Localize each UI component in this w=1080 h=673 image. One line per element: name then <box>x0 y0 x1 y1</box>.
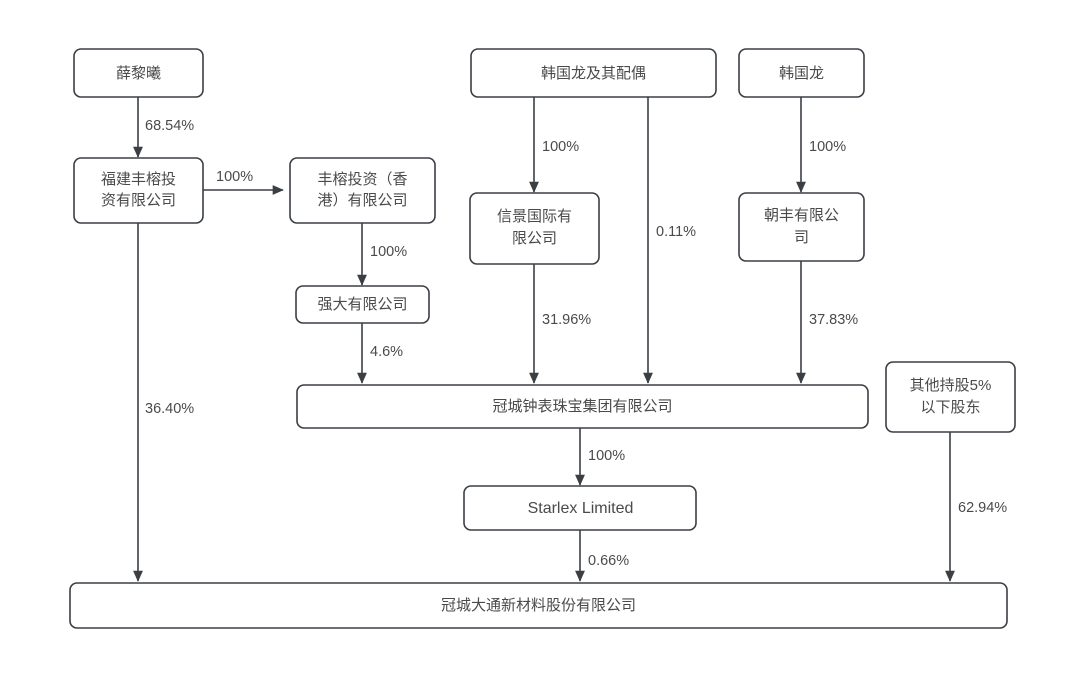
node-other-holders-label-line1: 其他持股5% <box>910 377 992 394</box>
edge-label-0-11: 0.11% <box>656 224 696 240</box>
edge-label-31-96: 31.96% <box>542 312 591 328</box>
node-other-holders-box[interactable] <box>885 361 1016 433</box>
node-fujian-fengrong-label-line2: 资有限公司 <box>101 192 176 209</box>
edge-starlex-to-guancheng-datong: 0.66% <box>575 530 629 582</box>
edge-xue-lixi-to-fujian-fengrong: 68.54% <box>133 97 194 158</box>
edge-label-100-a: 100% <box>216 169 253 185</box>
node-han-guolong-spouse[interactable]: 韩国龙及其配偶 <box>470 48 717 98</box>
node-guancheng-group-box[interactable] <box>296 384 869 429</box>
edge-label-100-e: 100% <box>588 448 625 464</box>
node-han-guolong-box[interactable] <box>738 48 865 98</box>
node-xinjing-label-line1: 信景国际有 <box>497 208 572 225</box>
node-chaofeng-label-line2: 司 <box>794 229 809 246</box>
node-starlex-box[interactable] <box>463 485 697 531</box>
node-xinjing-label-line2: 限公司 <box>512 230 557 247</box>
node-starlex-label: Starlex Limited <box>528 500 634 517</box>
edge-qiangda-to-guancheng-group: 4.6% <box>357 323 403 384</box>
node-fujian-fengrong[interactable]: 福建丰榕投 资有限公司 <box>73 157 204 224</box>
node-fujian-fengrong-label-line1: 福建丰榕投 <box>101 171 176 188</box>
node-xue-lixi[interactable]: 薛黎曦 <box>73 48 204 98</box>
node-fengrong-hk[interactable]: 丰榕投资（香 港）有限公司 <box>289 157 436 224</box>
edge-label-100-b: 100% <box>370 244 407 260</box>
node-xinjing-box[interactable] <box>469 192 600 265</box>
node-xue-lixi-box[interactable] <box>73 48 204 98</box>
node-chaofeng[interactable]: 朝丰有限公 司 <box>738 192 865 262</box>
node-fengrong-hk-label-line2: 港）有限公司 <box>317 192 407 209</box>
edge-fujian-fengrong-to-fengrong-hk: 100% <box>203 169 284 195</box>
edge-label-100-d: 100% <box>809 139 846 155</box>
edge-label-36-40: 36.40% <box>145 401 194 417</box>
node-fujian-fengrong-box[interactable] <box>73 157 204 224</box>
edge-label-100-c: 100% <box>542 139 579 155</box>
node-guancheng-datong[interactable]: 冠城大通新材料股份有限公司 <box>69 582 1008 629</box>
edge-label-37-83: 37.83% <box>809 312 858 328</box>
edge-label-4-6: 4.6% <box>370 344 403 360</box>
edge-label-68-54: 68.54% <box>145 118 194 134</box>
edge-other-holders-to-guancheng-datong: 62.94% <box>945 432 1007 582</box>
edge-chaofeng-to-guancheng-group: 37.83% <box>796 261 858 384</box>
edge-guancheng-group-to-starlex: 100% <box>575 428 625 486</box>
node-chaofeng-label-line1: 朝丰有限公 <box>764 207 839 224</box>
edge-label-0-66: 0.66% <box>588 553 629 569</box>
node-chaofeng-box[interactable] <box>738 192 865 262</box>
node-starlex[interactable]: Starlex Limited <box>463 485 697 531</box>
node-xue-lixi-label: 薛黎曦 <box>116 65 161 82</box>
edge-han-guolong-spouse-to-xinjing: 100% <box>529 97 579 193</box>
node-guancheng-datong-box[interactable] <box>69 582 1008 629</box>
node-han-guolong-label: 韩国龙 <box>779 65 824 82</box>
node-xinjing[interactable]: 信景国际有 限公司 <box>469 192 600 265</box>
node-qiangda-box[interactable] <box>295 285 430 324</box>
edge-han-guolong-to-chaofeng: 100% <box>796 97 846 193</box>
node-han-guolong[interactable]: 韩国龙 <box>738 48 865 98</box>
node-guancheng-group-label: 冠城钟表珠宝集团有限公司 <box>492 398 672 415</box>
node-fengrong-hk-label-line1: 丰榕投资（香 <box>317 171 407 188</box>
node-han-guolong-spouse-label: 韩国龙及其配偶 <box>541 65 646 82</box>
edge-fujian-fengrong-to-guancheng-datong: 36.40% <box>133 223 194 582</box>
node-other-holders[interactable]: 其他持股5% 以下股东 <box>885 361 1016 433</box>
node-fengrong-hk-box[interactable] <box>289 157 436 224</box>
node-qiangda[interactable]: 强大有限公司 <box>295 285 430 324</box>
node-qiangda-label: 强大有限公司 <box>317 296 407 313</box>
edge-label-62-94: 62.94% <box>958 500 1007 516</box>
edge-xinjing-to-guancheng-group: 31.96% <box>529 264 591 384</box>
node-guancheng-datong-label: 冠城大通新材料股份有限公司 <box>441 597 636 614</box>
edge-fengrong-hk-to-qiangda: 100% <box>357 222 407 286</box>
edge-han-guolong-spouse-to-guancheng-group: 0.11% <box>643 97 696 384</box>
node-other-holders-label-line2: 以下股东 <box>920 399 980 416</box>
node-guancheng-group[interactable]: 冠城钟表珠宝集团有限公司 <box>296 384 869 429</box>
node-han-guolong-spouse-box[interactable] <box>470 48 717 98</box>
